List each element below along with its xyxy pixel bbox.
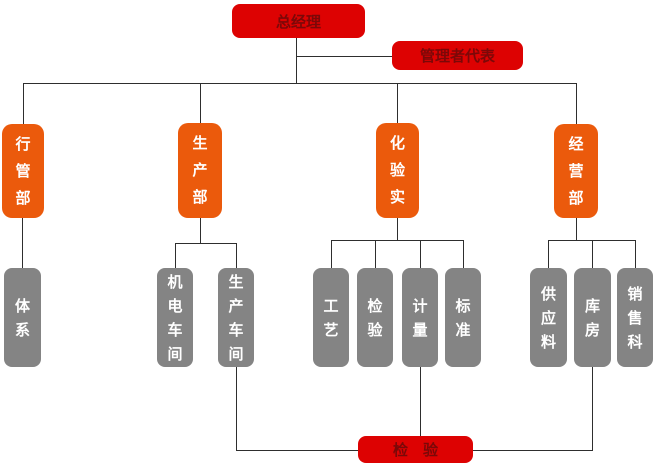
connector-drop-sales: [635, 240, 636, 268]
connector-drop-production: [200, 83, 201, 123]
node-mech-elec-workshop: 机电车间: [157, 268, 193, 367]
node-metrology-label: 计量: [412, 296, 428, 339]
node-supply-material-label: 供应料: [540, 284, 556, 351]
connector-admin-system: [22, 218, 23, 268]
connector-workshop-to-final: [236, 367, 237, 451]
connector-gm-down: [296, 38, 297, 84]
node-lab-dept: 化验实: [376, 123, 419, 218]
connector-drop-metrology: [420, 240, 421, 268]
node-general-manager-label: 总经理: [275, 12, 321, 31]
node-inspection-label: 检验: [367, 296, 383, 339]
node-process: 工艺: [313, 268, 349, 367]
node-management-representative-label: 管理者代表: [419, 47, 495, 65]
node-production-workshop: 生产车间: [218, 268, 254, 367]
connector-main-horizontal: [23, 83, 577, 84]
connector-drop-standards: [463, 240, 464, 268]
connector-drop-supply: [548, 240, 549, 268]
node-warehouse-label: 库房: [584, 296, 600, 339]
node-admin-dept: 行管部: [2, 124, 44, 218]
node-system-label: 体系: [14, 296, 30, 339]
connector-drop-production-workshop: [236, 243, 237, 268]
node-admin-dept-label: 行管部: [15, 134, 31, 207]
node-standards: 标准: [445, 268, 481, 367]
connector-drop-lab: [397, 83, 398, 123]
connector-lab-horizontal: [331, 240, 464, 241]
node-sales-section-label: 销售科: [627, 284, 643, 351]
node-process-label: 工艺: [323, 296, 339, 339]
connector-drop-warehouse: [592, 240, 593, 268]
node-operations-dept-label: 经营部: [568, 134, 584, 207]
node-sales-section: 销售科: [617, 268, 653, 367]
connector-warehouse-to-final-h: [473, 450, 593, 451]
connector-to-management-rep: [296, 56, 393, 57]
node-warehouse: 库房: [574, 268, 611, 367]
node-final-inspection-label: 检 验: [392, 441, 438, 459]
node-standards-label: 标准: [455, 296, 471, 339]
node-lab-dept-label: 化验实: [389, 134, 405, 206]
node-mech-elec-workshop-label: 机电车间: [167, 272, 183, 363]
connector-lab-down: [397, 218, 398, 240]
connector-operations-down: [576, 218, 577, 240]
connector-warehouse-to-final: [592, 367, 593, 451]
connector-drop-process: [331, 240, 332, 268]
node-metrology: 计量: [402, 268, 438, 367]
connector-drop-operations: [576, 83, 577, 124]
node-final-inspection: 检 验: [358, 436, 473, 463]
node-operations-dept: 经营部: [554, 124, 598, 218]
node-management-representative: 管理者代表: [392, 41, 523, 70]
node-inspection: 检验: [357, 268, 393, 367]
connector-production-down: [200, 218, 201, 243]
node-production-dept-label: 生产部: [192, 134, 208, 206]
node-production-workshop-label: 生产车间: [228, 272, 244, 363]
connector-drop-inspection: [375, 240, 376, 268]
node-system: 体系: [4, 268, 41, 367]
connector-production-horizontal: [175, 243, 237, 244]
node-production-dept: 生产部: [178, 123, 222, 218]
node-general-manager: 总经理: [232, 4, 365, 38]
node-supply-material: 供应料: [530, 268, 567, 367]
connector-metrology-to-final: [420, 367, 421, 436]
connector-drop-admin: [23, 83, 24, 124]
connector-drop-mech-elec: [175, 243, 176, 268]
connector-workshop-to-final-h: [236, 450, 358, 451]
